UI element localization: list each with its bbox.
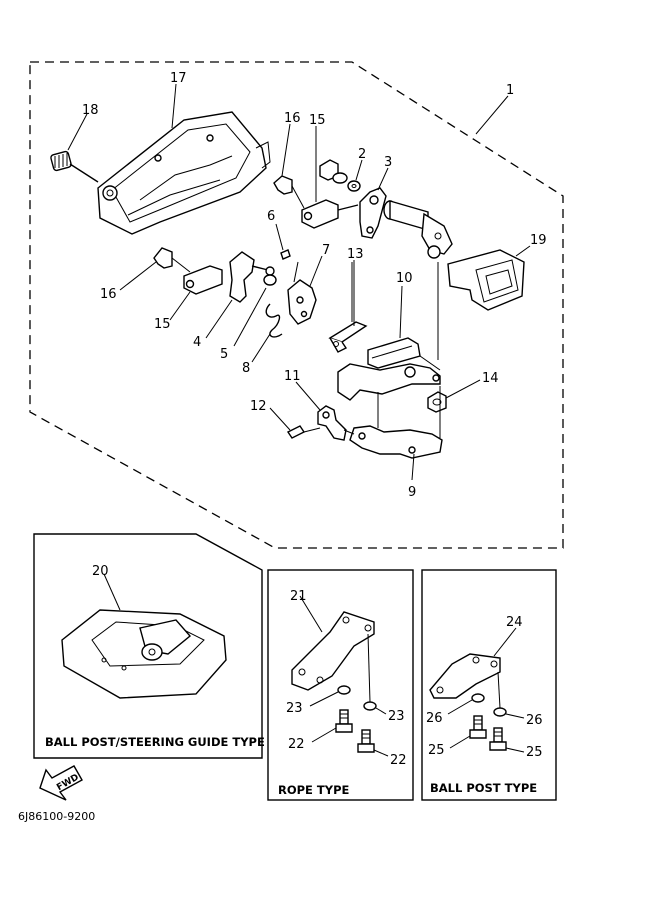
callout-19: 19 xyxy=(530,233,547,248)
callout-10: 10 xyxy=(396,271,413,286)
callout-9: 9 xyxy=(408,485,416,500)
panel-caption-ball-post: BALL POST TYPE xyxy=(430,781,537,795)
callout-15-lower: 15 xyxy=(154,317,171,332)
part-9-bracket xyxy=(349,425,443,459)
callout-2: 2 xyxy=(358,147,366,162)
part-13-bracket xyxy=(328,321,368,353)
part-12-pin xyxy=(286,425,306,439)
callout-5: 5 xyxy=(220,347,228,362)
part-22-bolt-left xyxy=(335,709,353,733)
part-21-bracket xyxy=(291,611,375,691)
panel-ball-post-steering-guide: 20 BALL POST/STEERING GUIDE TYPE xyxy=(33,533,265,759)
callout-25-right: 25 xyxy=(526,745,543,760)
part-8-spring xyxy=(265,303,283,338)
part-24-bracket xyxy=(429,653,501,699)
shaft-assembly xyxy=(383,200,453,259)
callout-25-left: 25 xyxy=(428,743,445,758)
part-15-joint-lower xyxy=(183,265,223,295)
main-bracket xyxy=(337,363,441,401)
fwd-arrow-icon: FWD xyxy=(39,765,83,801)
part-19-grommet xyxy=(447,249,525,311)
part-5-washer xyxy=(263,274,277,286)
part-17-cover xyxy=(97,111,271,235)
part-7-lever xyxy=(287,279,317,325)
part-3-lever xyxy=(359,187,387,239)
panel-rope-type: 21 23 23 22 22 ROPE TYPE xyxy=(267,569,414,801)
callout-23-left: 23 xyxy=(286,701,303,716)
part-2-nut-washers xyxy=(319,159,361,192)
callout-23-right: 23 xyxy=(388,709,405,724)
part-25-bolt-right xyxy=(489,727,507,751)
callout-4: 4 xyxy=(193,335,201,350)
part-18-knob xyxy=(50,150,99,183)
part-11-clip xyxy=(317,405,347,441)
callout-6: 6 xyxy=(267,209,275,224)
callout-1: 1 xyxy=(506,83,514,98)
part-4-lever xyxy=(229,251,275,303)
callout-11: 11 xyxy=(284,369,301,384)
part-22-bolt-right xyxy=(357,729,375,753)
part-14-nut xyxy=(427,391,447,413)
assembly-guide-lines xyxy=(171,185,441,438)
part-26-washer-right xyxy=(493,707,507,717)
callout-13: 13 xyxy=(347,247,364,262)
part-23-washer-right xyxy=(363,701,377,711)
panel-caption-rope: ROPE TYPE xyxy=(278,783,350,797)
drawing-code: 6J86100-9200 xyxy=(18,810,95,823)
callout-18: 18 xyxy=(82,103,99,118)
callout-15-upper: 15 xyxy=(309,113,326,128)
callout-26-right: 26 xyxy=(526,713,543,728)
part-26-washer-left xyxy=(471,693,485,703)
part-6-pin xyxy=(280,249,291,260)
callout-21: 21 xyxy=(290,589,307,604)
callout-16-lower: 16 xyxy=(100,287,117,302)
part-10-plate xyxy=(367,337,421,369)
part-15-joint-upper xyxy=(301,199,359,229)
assembly-1-boundary xyxy=(29,61,564,549)
callout-8: 8 xyxy=(242,361,250,376)
part-16-clip-upper xyxy=(273,175,293,195)
callout-3: 3 xyxy=(384,155,392,170)
part-20-steering-guide xyxy=(61,609,227,699)
part-23-washer-left xyxy=(337,685,351,695)
callouts-main: 1 17 18 16 15 2 3 6 7 13 19 10 16 15 4 5… xyxy=(82,71,547,500)
callout-22-left: 22 xyxy=(288,737,305,752)
callout-26-left: 26 xyxy=(426,711,443,726)
callout-20: 20 xyxy=(92,564,109,579)
panel-ball-post-type: 24 26 26 25 25 BALL POST TYPE xyxy=(421,569,557,801)
callout-17: 17 xyxy=(170,71,187,86)
part-25-bolt-left xyxy=(469,715,487,739)
callout-16-upper: 16 xyxy=(284,111,301,126)
callout-7: 7 xyxy=(322,243,330,258)
callout-24: 24 xyxy=(506,615,523,630)
leader-lines xyxy=(67,83,531,481)
callout-14: 14 xyxy=(482,371,499,386)
callout-12: 12 xyxy=(250,399,267,414)
panel-caption-ball-post-steering: BALL POST/STEERING GUIDE TYPE xyxy=(45,735,265,749)
callout-22-right: 22 xyxy=(390,753,407,768)
part-16-clip-lower xyxy=(153,247,173,269)
